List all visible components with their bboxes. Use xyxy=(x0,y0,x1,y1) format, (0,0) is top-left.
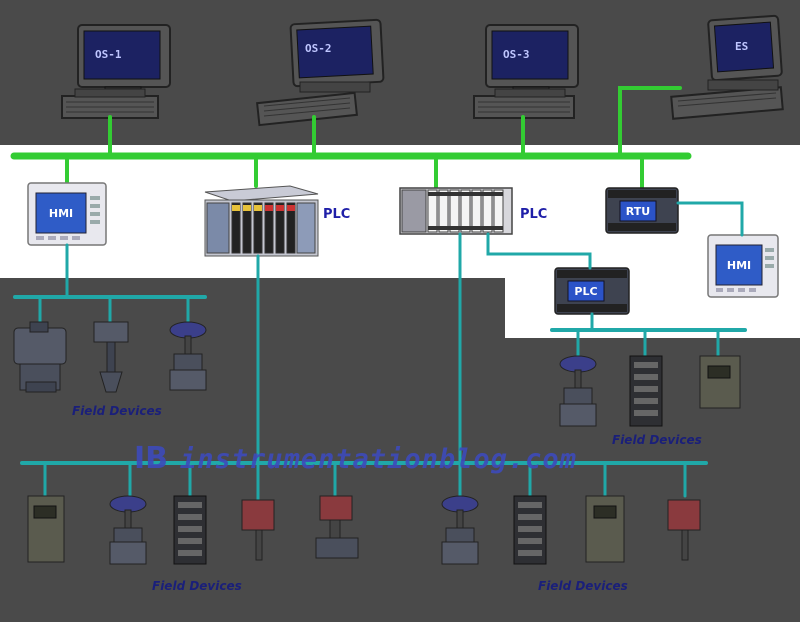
plc-small-label: PLC xyxy=(574,285,598,298)
control-band xyxy=(0,145,800,338)
plc-small-unit xyxy=(554,267,630,315)
hmi-left-label: HMI xyxy=(48,207,74,220)
pressure-transmitter xyxy=(13,321,67,393)
rtu-unit xyxy=(605,187,679,234)
os2-workstation xyxy=(256,18,385,127)
os3-workstation xyxy=(473,24,579,119)
field-devices-label-2: Field Devices xyxy=(612,433,702,447)
analyzer-cabinet xyxy=(513,495,547,565)
temperature-transmitter xyxy=(667,499,701,561)
hmi-left-panel xyxy=(27,182,107,246)
es-label: ES xyxy=(735,40,749,53)
control-valve xyxy=(109,495,147,565)
es-workstation xyxy=(670,14,784,120)
field-devices-label-3: Field Devices xyxy=(152,579,242,593)
level-switch xyxy=(93,321,129,393)
os1-label: OS-1 xyxy=(95,48,122,61)
field-devices-label-1: Field Devices xyxy=(72,404,162,418)
os2-label: OS-2 xyxy=(305,42,332,55)
field-group-3-devices xyxy=(27,495,359,565)
field-devices-label-4: Field Devices xyxy=(538,579,628,593)
flow-meter-panel xyxy=(699,355,741,409)
temperature-transmitter xyxy=(241,499,275,561)
plc-1-label: PLC xyxy=(323,207,351,222)
rtu-label: RTU xyxy=(625,205,651,218)
flow-meter-panel xyxy=(585,495,625,563)
plc-2-label: PLC xyxy=(520,207,548,222)
hmi-right-label: HMI xyxy=(726,259,752,272)
field-group-4-devices xyxy=(441,495,701,565)
os3-label: OS-3 xyxy=(503,48,530,61)
hmi-right-panel xyxy=(707,234,779,298)
control-valve xyxy=(441,495,479,565)
field-group-2-devices xyxy=(559,355,741,427)
watermark-logo: IB xyxy=(134,441,169,476)
control-ethernet-bus xyxy=(10,86,692,190)
watermark-text: instrumentationblog.com xyxy=(180,444,577,475)
os1-workstation xyxy=(61,24,171,119)
control-valve xyxy=(169,321,207,391)
plc-1-rack xyxy=(204,185,319,257)
field-group-1-devices xyxy=(13,321,207,393)
control-valve xyxy=(559,355,597,427)
fieldbus-lines xyxy=(13,201,747,502)
analyzer-cabinet xyxy=(629,355,663,427)
flow-meter-panel xyxy=(27,495,65,563)
magnetic-flow-meter xyxy=(315,495,359,559)
plc-2-unit xyxy=(399,187,513,235)
analyzer-cabinet xyxy=(173,495,207,565)
